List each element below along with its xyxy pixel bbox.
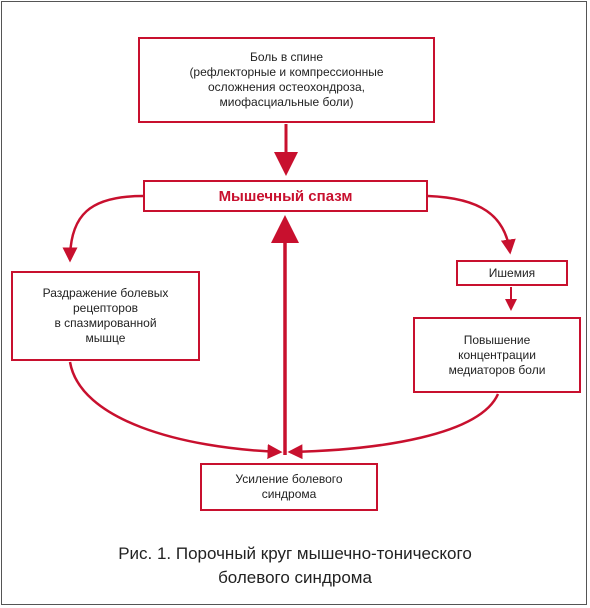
figure-caption-line-1: Рис. 1. Порочный круг мышечно-тоническог… bbox=[118, 544, 472, 563]
mediators-line-2: концентрации bbox=[458, 347, 536, 362]
mediators-line-1: Повышение bbox=[463, 332, 531, 347]
pain-increase-box: Усиление болевого синдрома bbox=[200, 463, 378, 511]
back-pain-line-3: осложнения остеохондроза, bbox=[208, 80, 365, 94]
irritation-line-1: Раздражение болевых bbox=[42, 286, 169, 300]
irritation-line-3: в спазмированной bbox=[54, 316, 157, 330]
muscle-spasm-label: Мышечный спазм bbox=[218, 187, 353, 205]
irritation-line-2: рецепторов bbox=[72, 301, 138, 315]
arrow-mediators-to-pain-increase bbox=[287, 393, 500, 460]
arrow-spasm-to-irritation bbox=[62, 194, 144, 263]
figure-caption-line-2: болевого синдрома bbox=[218, 568, 372, 587]
back-pain-line-2: (рефлекторные и компрессионные bbox=[189, 65, 384, 79]
ischemia-box: Ишемия bbox=[456, 260, 568, 286]
mediators-box: Повышение концентрации медиаторов боли bbox=[413, 317, 581, 393]
arrow-irritation-to-pain-increase bbox=[68, 361, 283, 459]
pain-increase-line-1: Усиление болевого bbox=[235, 472, 343, 486]
pain-increase-line-2: синдрома bbox=[261, 487, 317, 501]
back-pain-box: Боль в спине (рефлекторные и компрессион… bbox=[138, 37, 435, 123]
back-pain-line-4: миофасциальные боли) bbox=[219, 95, 354, 109]
muscle-spasm-box: Мышечный спазм bbox=[143, 180, 428, 212]
arrow-spasm-to-ischemia bbox=[427, 194, 516, 255]
mediators-line-3: медиаторов боли bbox=[448, 362, 546, 377]
irritation-line-4: мышце bbox=[85, 331, 126, 345]
receptor-irritation-box: Раздражение болевых рецепторов в спазмир… bbox=[11, 271, 200, 361]
back-pain-line-1: Боль в спине bbox=[249, 50, 324, 64]
ischemia-label: Ишемия bbox=[488, 265, 536, 280]
